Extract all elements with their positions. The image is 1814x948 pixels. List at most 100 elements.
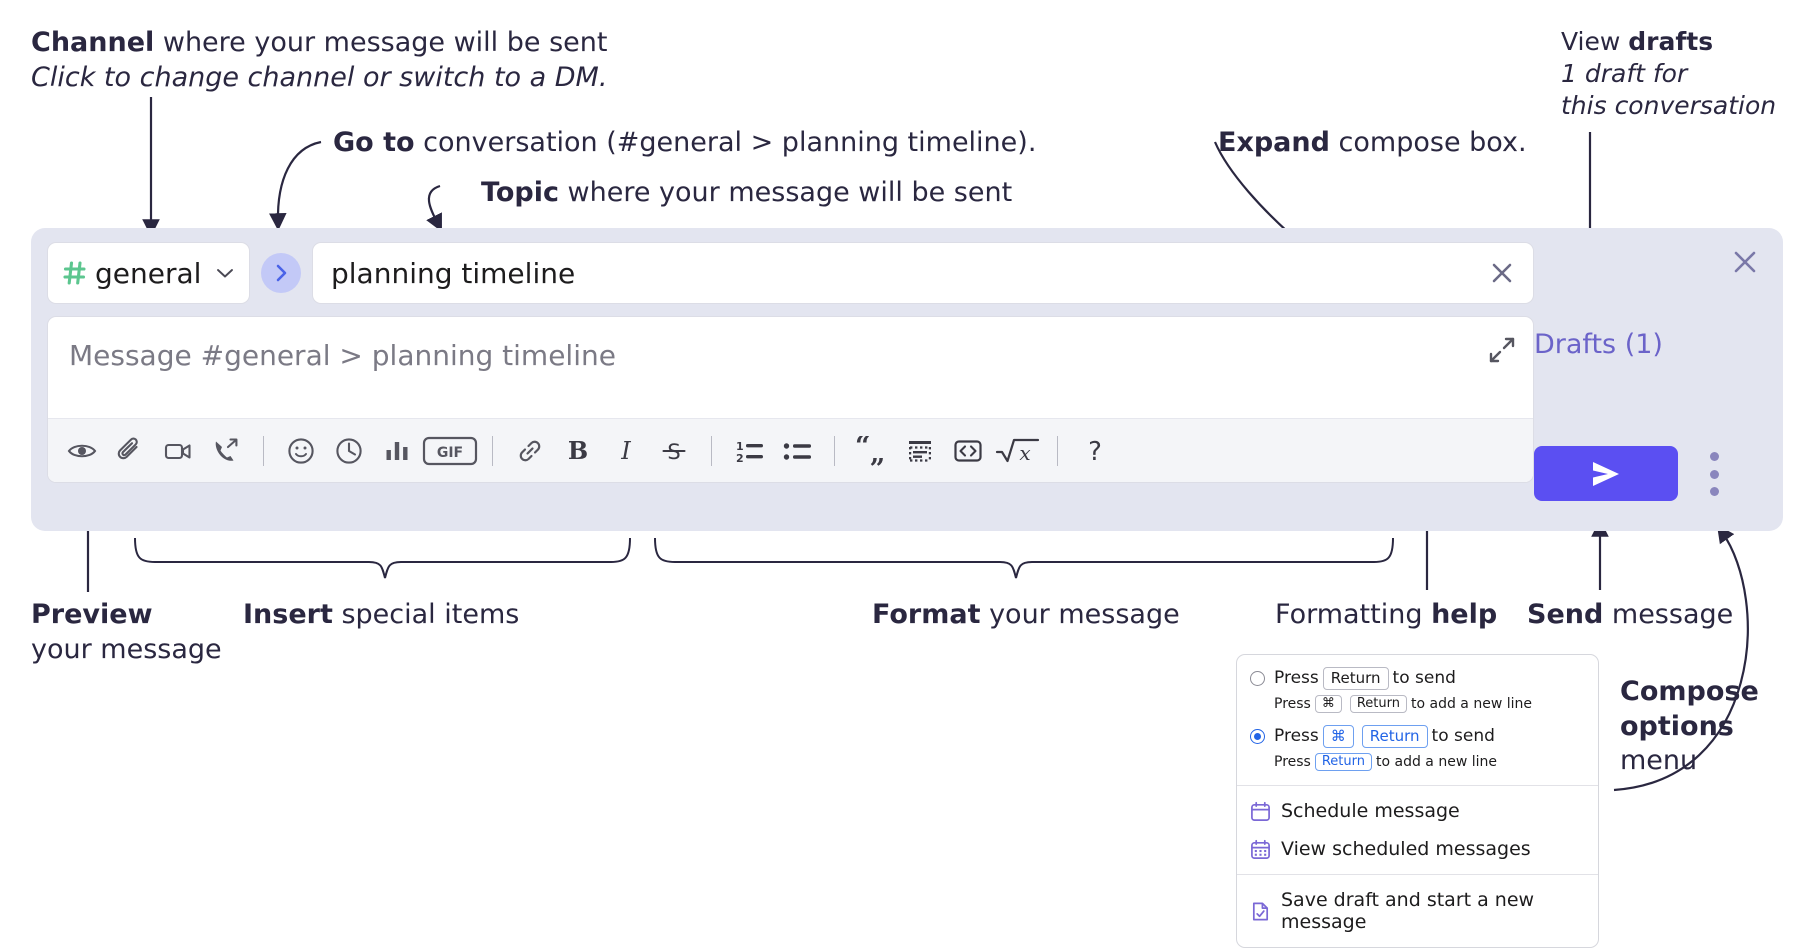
svg-text:„: „ <box>870 438 886 466</box>
formatting-help-button[interactable]: ? <box>1071 427 1119 475</box>
attach-button[interactable] <box>106 427 154 475</box>
svg-text:?: ? <box>1088 437 1102 466</box>
radio-option-return[interactable]: Press Return to send <box>1237 665 1598 692</box>
subtext-newline-2: Press Return to add a new line <box>1237 750 1598 777</box>
square-root-icon: x <box>995 438 1040 465</box>
code-block-button[interactable] <box>896 427 944 475</box>
math-button[interactable]: x <box>992 427 1044 475</box>
audio-button[interactable] <box>202 427 250 475</box>
annotation-compose-bold-1: Compose <box>1620 676 1759 707</box>
radio-option-cmd-return[interactable]: Press ⌘ Return to send <box>1237 723 1598 750</box>
emoji-button[interactable] <box>277 427 325 475</box>
message-box: Message #general > planning timeline <box>47 316 1534 483</box>
smiley-icon <box>288 437 314 464</box>
video-camera-icon <box>164 443 191 459</box>
send-button[interactable] <box>1534 446 1678 501</box>
close-icon <box>1734 251 1756 273</box>
schedule-button[interactable] <box>325 427 373 475</box>
expand-diagonal-icon[interactable] <box>1487 335 1517 365</box>
menu-item-schedule-message[interactable]: Schedule message <box>1237 792 1598 830</box>
channel-name: general <box>95 256 202 290</box>
menu-item-label: Save draft and start a new message <box>1281 889 1535 933</box>
preview-button[interactable] <box>58 427 106 475</box>
separator-5 <box>1057 435 1058 466</box>
annotation-compose-bold-2: options <box>1620 710 1734 742</box>
annotation-drafts-italic-1: 1 draft for <box>1561 59 1688 88</box>
radio-unselected-icon <box>1250 670 1265 686</box>
video-button[interactable] <box>154 427 202 475</box>
menu-divider <box>1237 785 1598 786</box>
annotation-drafts-bold: drafts <box>1628 27 1714 56</box>
kebab-menu-icon <box>1709 452 1719 461</box>
svg-text:B: B <box>568 436 588 465</box>
eye-icon <box>67 444 97 457</box>
hash-icon <box>63 261 86 285</box>
key-return: Return <box>1314 752 1372 771</box>
annotation-formatting-help: Formatting help <box>1275 598 1497 633</box>
radio-press-label: Press <box>1274 668 1319 689</box>
gif-button[interactable]: GIF <box>421 427 479 475</box>
kebab-menu-icon <box>1709 487 1719 496</box>
annotation-compose-rest: menu <box>1620 745 1698 777</box>
italic-button[interactable]: I <box>602 427 650 475</box>
chevron-right-icon <box>276 264 287 282</box>
menu-item-save-draft[interactable]: Save draft and start a new message <box>1237 881 1598 941</box>
compose-options-button[interactable] <box>1700 452 1728 496</box>
bold-button[interactable]: B <box>554 427 602 475</box>
phone-forward-icon <box>215 437 238 461</box>
annotation-preview: Preview your message <box>31 598 222 667</box>
key-command: ⌘ <box>1314 694 1342 713</box>
key-return: Return <box>1322 667 1389 690</box>
poll-button[interactable] <box>373 427 421 475</box>
sub-action-label: to add a new line <box>1411 695 1532 712</box>
calendar-grid-icon <box>1251 839 1270 859</box>
strikethrough-icon: S <box>662 440 686 464</box>
strikethrough-button[interactable]: S <box>650 427 698 475</box>
bulleted-list-icon <box>783 442 811 460</box>
drafts-link[interactable]: Drafts (1) <box>1534 329 1663 360</box>
compose-options-menu: Press Return to send Press ⌘ Return to a… <box>1236 654 1599 948</box>
annotation-help-bold: help <box>1431 599 1498 630</box>
question-mark-icon: ? <box>1088 437 1102 466</box>
message-placeholder: Message #general > planning timeline <box>69 339 616 372</box>
file-check-icon <box>1252 902 1269 920</box>
key-return: Return <box>1361 725 1428 748</box>
topic-field[interactable]: planning timeline <box>312 242 1534 304</box>
menu-divider <box>1237 874 1598 875</box>
subtext-newline-1: Press ⌘ Return to add a new line <box>1237 692 1598 719</box>
link-button[interactable] <box>506 427 554 475</box>
bulleted-list-button[interactable] <box>773 427 821 475</box>
separator-2 <box>492 435 493 466</box>
sub-action-label: to add a new line <box>1376 753 1497 770</box>
menu-item-view-scheduled[interactable]: View scheduled messages <box>1237 830 1598 868</box>
annotation-channel-rest: where your message will be sent <box>154 27 608 58</box>
annotation-goto-rest: conversation (#general > planning timeli… <box>414 127 1037 158</box>
compose-panel: general planning timeline Message #ge <box>31 228 1783 531</box>
bold-icon: B <box>568 436 588 465</box>
link-icon <box>519 440 541 461</box>
annotation-goto: Go to conversation (#general > planning … <box>333 126 1036 161</box>
annotation-preview-bold: Preview <box>31 599 153 630</box>
ordered-list-button[interactable]: 1 2 <box>725 427 773 475</box>
send-shortcut-section: Press Return to send Press ⌘ Return to a… <box>1237 655 1598 785</box>
draft-section: Save draft and start a new message <box>1237 875 1598 947</box>
chevron-down-icon <box>217 269 233 278</box>
svg-text:1: 1 <box>736 440 744 453</box>
annotation-expand-rest: compose box. <box>1329 127 1527 158</box>
channel-select[interactable]: general <box>47 242 250 304</box>
close-panel-button[interactable] <box>1729 246 1761 278</box>
annotation-format: Format your message <box>872 598 1180 633</box>
inline-code-button[interactable] <box>944 427 992 475</box>
blockquote-button[interactable]: “ „ <box>848 427 896 475</box>
annotation-drafts: View drafts 1 draft for this conversatio… <box>1561 26 1776 122</box>
annotation-expand-bold: Expand <box>1218 127 1330 158</box>
goto-conversation-button[interactable] <box>261 253 301 293</box>
compose-inner: general planning timeline Message #ge <box>47 242 1534 483</box>
annotation-topic: Topic where your message will be sent <box>481 176 1012 211</box>
annotation-insert-bold: Insert <box>243 599 333 630</box>
annotation-channel-italic: Click to change channel or switch to a D… <box>31 61 608 93</box>
annotation-topic-rest: where your message will be sent <box>558 177 1013 208</box>
message-input[interactable]: Message #general > planning timeline <box>48 317 1533 418</box>
svg-text:x: x <box>1019 441 1030 465</box>
close-icon[interactable] <box>1487 258 1517 288</box>
